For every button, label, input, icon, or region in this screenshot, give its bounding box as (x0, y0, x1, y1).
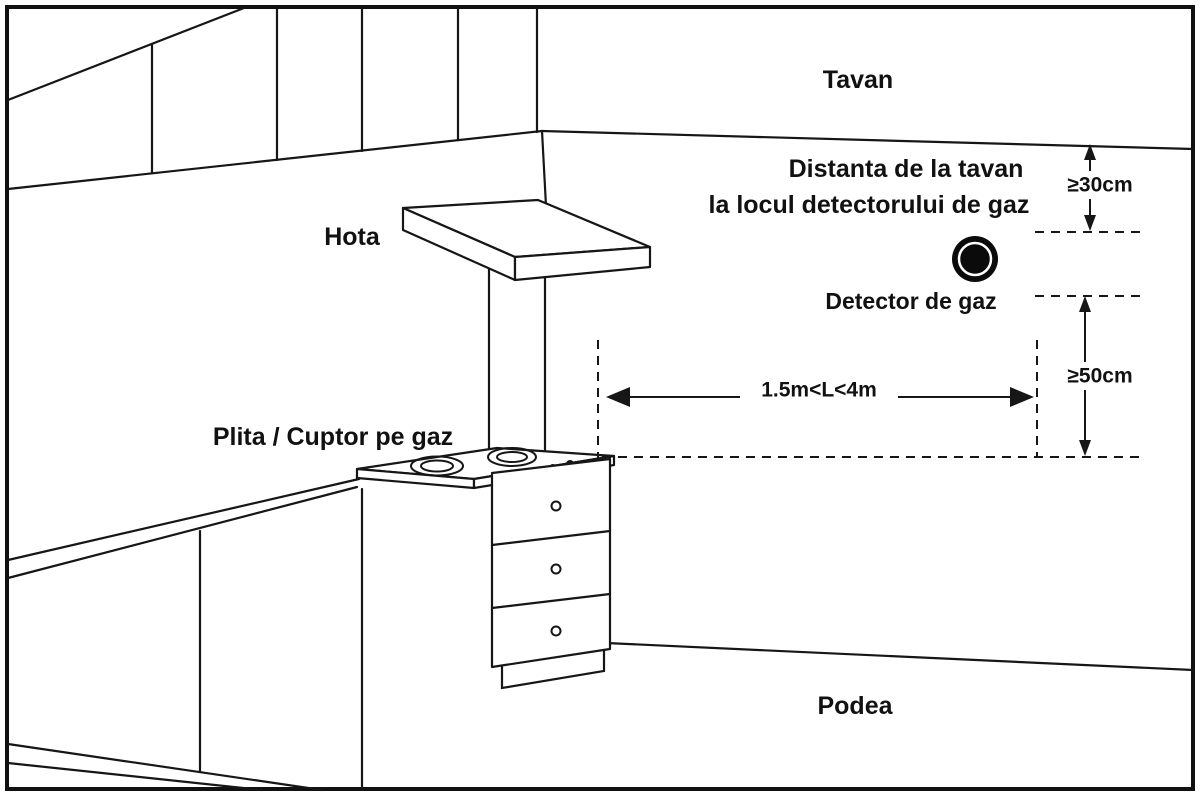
label-backing (740, 377, 898, 404)
beam-top-edge (6, 6, 246, 102)
distance-title-line2: la locul detectorului de gaz (709, 191, 1030, 219)
drawer-knob (550, 625, 562, 637)
burner-outer-ring (487, 447, 537, 467)
drawer-divider (490, 529, 612, 547)
distance-title-line1: Distanta de la tavan (789, 155, 1024, 183)
ceiling-beam (6, 6, 544, 191)
hood-label: Hota (324, 223, 381, 251)
dimension-horizontal-distance: 1.5m<L<4m (606, 377, 1034, 407)
label-backing (1054, 171, 1146, 199)
reference-lines (597, 231, 1146, 458)
drawer-unit (490, 457, 612, 690)
arrow-down-icon (1084, 215, 1096, 231)
drawer-knob (550, 563, 562, 575)
burner-inner-ring (420, 459, 454, 473)
burner-outer-ring (410, 455, 464, 477)
dimension-vertical-clearance: ≥50cm (1054, 296, 1146, 456)
detector-ring (957, 241, 993, 277)
horizontal-distance-value: 1.5m<L<4m (761, 379, 877, 402)
counter-cabinets (6, 477, 364, 792)
hood-duct (487, 240, 547, 462)
countertop-bottom-edge (6, 485, 359, 580)
range-hood (401, 198, 652, 282)
drawer-unit-base (500, 648, 606, 690)
gas-detector-icon (952, 236, 998, 282)
hood-right-skirt (513, 245, 652, 282)
arrow-down-icon (1079, 440, 1091, 456)
cooktop-label: Plita / Cuptor pe gaz (213, 423, 453, 451)
cabinet-toekick-edge (6, 761, 264, 792)
drawer-unit-front (490, 457, 612, 669)
vertical-clearance-value: ≥50cm (1067, 365, 1132, 388)
dimension-ceiling-clearance: ≥30cm (1054, 144, 1146, 231)
burner-inner-ring (496, 451, 528, 463)
arrow-left-icon (606, 387, 630, 407)
cabinet-base-edge (6, 742, 324, 792)
room-lines (540, 129, 1195, 672)
floor-label: Podea (817, 692, 893, 720)
drawer-divider (490, 592, 612, 610)
ceiling-wall-line (540, 129, 1195, 151)
ceiling-clearance-value: ≥30cm (1067, 174, 1132, 197)
wall-corner-line (540, 129, 548, 208)
label-backing (1054, 362, 1146, 390)
arrow-right-icon (1010, 387, 1034, 407)
countertop-front-edge (6, 477, 361, 562)
diagram-labels: Tavan Distanta de la tavan la locul dete… (213, 66, 1030, 720)
floor-wall-line (604, 641, 1195, 672)
ceiling-label: Tavan (823, 66, 893, 94)
drawer-knob (550, 500, 562, 512)
arrow-up-icon (1079, 296, 1091, 312)
detector-label: Detector de gaz (825, 288, 996, 314)
beam-bottom-edge (6, 129, 544, 191)
arrow-up-icon (1084, 144, 1096, 160)
